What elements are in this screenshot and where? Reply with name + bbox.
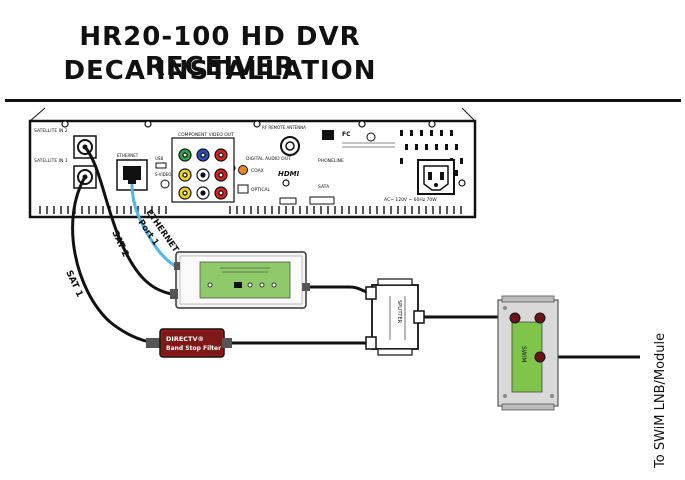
fcc-mark: FC <box>342 131 351 138</box>
sata-port[interactable] <box>309 196 335 205</box>
digital-audio-out-label: DIGITAL AUDIO OUT <box>246 156 291 162</box>
hdmi-label: HDMI <box>278 170 300 178</box>
optical-label: OPTICAL <box>251 187 271 193</box>
title-divider <box>5 99 681 102</box>
filter-brand-label: DIRECTV® <box>166 335 204 343</box>
ethernet-cable <box>130 183 179 270</box>
splitter-label: SPLITTER <box>396 300 402 324</box>
ul-mark <box>366 132 376 142</box>
deca-output-port[interactable] <box>302 283 310 291</box>
deca-to-splitter-cable <box>302 285 373 295</box>
receiver-back-panel: SATELLITE IN 2 SATELLITE IN 1 ETHERNET U… <box>28 107 477 219</box>
phoneline-label: PHONELINE <box>318 158 344 164</box>
sat-in-1-label: SATELLITE IN 1 <box>34 158 68 164</box>
filter-type-label: Band Stop Filter <box>166 345 221 352</box>
deca-module <box>170 251 310 309</box>
sat-in-2-label: SATELLITE IN 2 <box>34 128 68 134</box>
diagram-title-line-1: HR20-100 HD DVR RECEIVER <box>79 22 361 82</box>
splitter-port-2[interactable] <box>365 336 377 350</box>
hdmi-port[interactable] <box>279 197 297 205</box>
sat2-coax-cable <box>83 146 173 296</box>
vent-slots <box>39 206 462 214</box>
diagram-title-line-2: DECA INSTALLATION <box>63 56 377 86</box>
sat1-coax-cable <box>71 176 161 345</box>
sat2-cable-label: SAT 2 <box>109 229 130 259</box>
deca-coax-port[interactable] <box>170 289 178 299</box>
sata-label: SATA <box>318 184 330 190</box>
swim-power-inserter: SWiM <box>497 295 559 411</box>
swim-port-3[interactable] <box>509 312 521 324</box>
splitter: SPLITTER <box>365 278 425 356</box>
band-stop-filter: DIRECTV® Band Stop Filter <box>146 328 232 358</box>
vent-dots <box>400 130 463 176</box>
av-jacks[interactable] <box>178 148 228 200</box>
coax-label: COAX <box>251 168 264 174</box>
usb-port[interactable] <box>155 162 167 169</box>
s-video-port[interactable] <box>160 179 170 189</box>
s-video-label: S-VIDEO <box>155 172 171 177</box>
deca-ethernet-port[interactable] <box>174 262 180 270</box>
component-video-label: COMPONENT VIDEO OUT <box>178 132 234 138</box>
rf-remote-label: RF REMOTE ANTENNA <box>262 125 306 130</box>
deca-green-label <box>199 261 291 299</box>
ethernet-port-label: ETHERNET <box>117 153 139 158</box>
phoneline-port[interactable] <box>322 130 334 140</box>
swim-in-port[interactable] <box>534 312 546 324</box>
usb-label: USB <box>155 156 163 161</box>
coax-digital-out-port[interactable] <box>238 165 248 175</box>
ac-rating-label: AC~ 120V ~ 60Hz 70W <box>384 197 437 203</box>
destination-label: To SWiM LNB/Module <box>653 333 668 469</box>
splitter-port-1[interactable] <box>365 286 377 300</box>
swim-out-port[interactable] <box>534 351 546 363</box>
optical-port[interactable] <box>237 184 249 194</box>
splitter-out-port[interactable] <box>413 310 425 324</box>
swim-label: SWiM <box>520 346 527 362</box>
